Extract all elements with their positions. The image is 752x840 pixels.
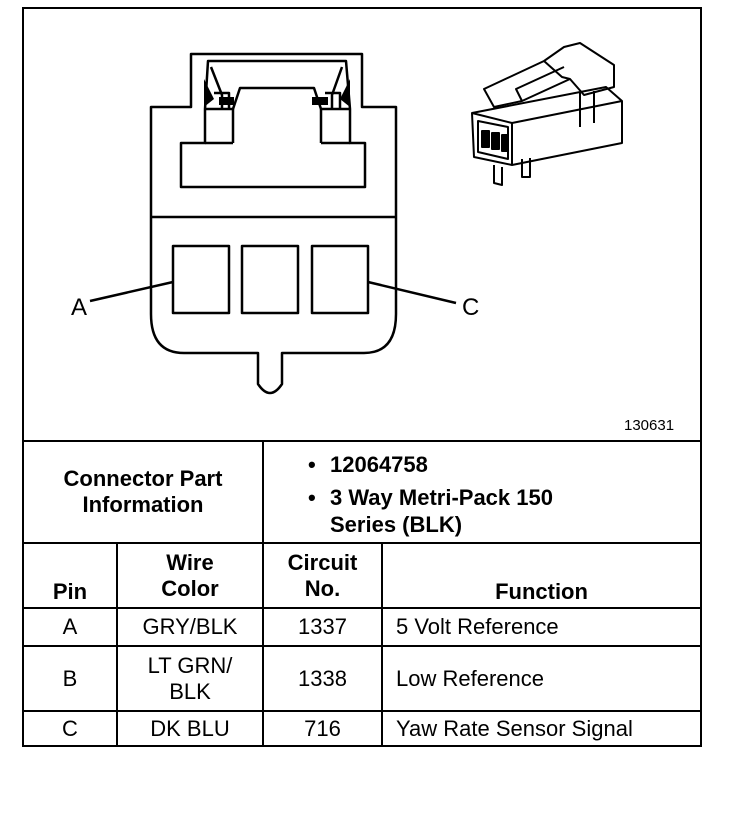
bullet-icon: • xyxy=(308,485,316,510)
pin-cell: B xyxy=(62,665,78,691)
callout-a: A xyxy=(71,294,87,321)
divider xyxy=(24,645,700,647)
bullet-icon: • xyxy=(308,452,316,477)
callout-c: C xyxy=(462,294,479,321)
circuit-cell: 1338 xyxy=(298,665,347,691)
connector-face-outline xyxy=(149,52,398,395)
divider xyxy=(24,607,700,609)
circuit-cell: 1337 xyxy=(298,614,347,639)
wire-color-cell: DK BLU xyxy=(150,715,230,741)
function-cell: Low Reference xyxy=(396,665,544,691)
pin-cell: A xyxy=(62,614,78,639)
function-cell: 5 Volt Reference xyxy=(396,614,559,639)
header-pin: Pin xyxy=(52,579,88,604)
connector-info-list: • 12064758 • 3 Way Metri-Pack 150 Series… xyxy=(308,451,570,538)
pin-cavity-c xyxy=(310,244,370,315)
header-wire-color: Wire Color xyxy=(161,549,219,601)
divider xyxy=(381,542,383,745)
list-item: • 3 Way Metri-Pack 150 Series (BLK) xyxy=(308,484,570,538)
connector-isometric-sketch xyxy=(471,42,623,186)
header-circuit: Circuit No. xyxy=(287,549,358,601)
part-number: 12064758 xyxy=(330,452,428,477)
connector-type: 3 Way Metri-Pack 150 Series (BLK) xyxy=(330,485,553,537)
header-function: Function xyxy=(495,579,588,604)
diagram-frame: A C 130631 Connector Part Information • … xyxy=(22,7,702,747)
divider xyxy=(24,542,700,544)
connector-info-label: Connector Part Information xyxy=(63,466,223,517)
figure-code: 130631 xyxy=(624,417,675,434)
divider xyxy=(262,440,264,745)
wire-color-cell: GRY/BLK xyxy=(142,614,238,639)
pin-cavity-b xyxy=(240,244,300,315)
callout-line-c xyxy=(367,280,457,305)
pin-cell: C xyxy=(62,715,78,741)
pin-cavity-a xyxy=(171,244,231,315)
divider xyxy=(116,542,118,745)
wire-color-cell: LT GRN/ BLK xyxy=(147,652,233,704)
function-cell: Yaw Rate Sensor Signal xyxy=(396,715,633,741)
connector-diagram: A C 130631 xyxy=(24,9,700,441)
divider xyxy=(24,440,700,442)
circuit-cell: 716 xyxy=(304,715,341,741)
callout-line-a xyxy=(89,280,174,303)
connector-face-drawing: A C xyxy=(71,42,623,395)
divider xyxy=(24,710,700,712)
list-item: • 12064758 xyxy=(308,451,570,478)
